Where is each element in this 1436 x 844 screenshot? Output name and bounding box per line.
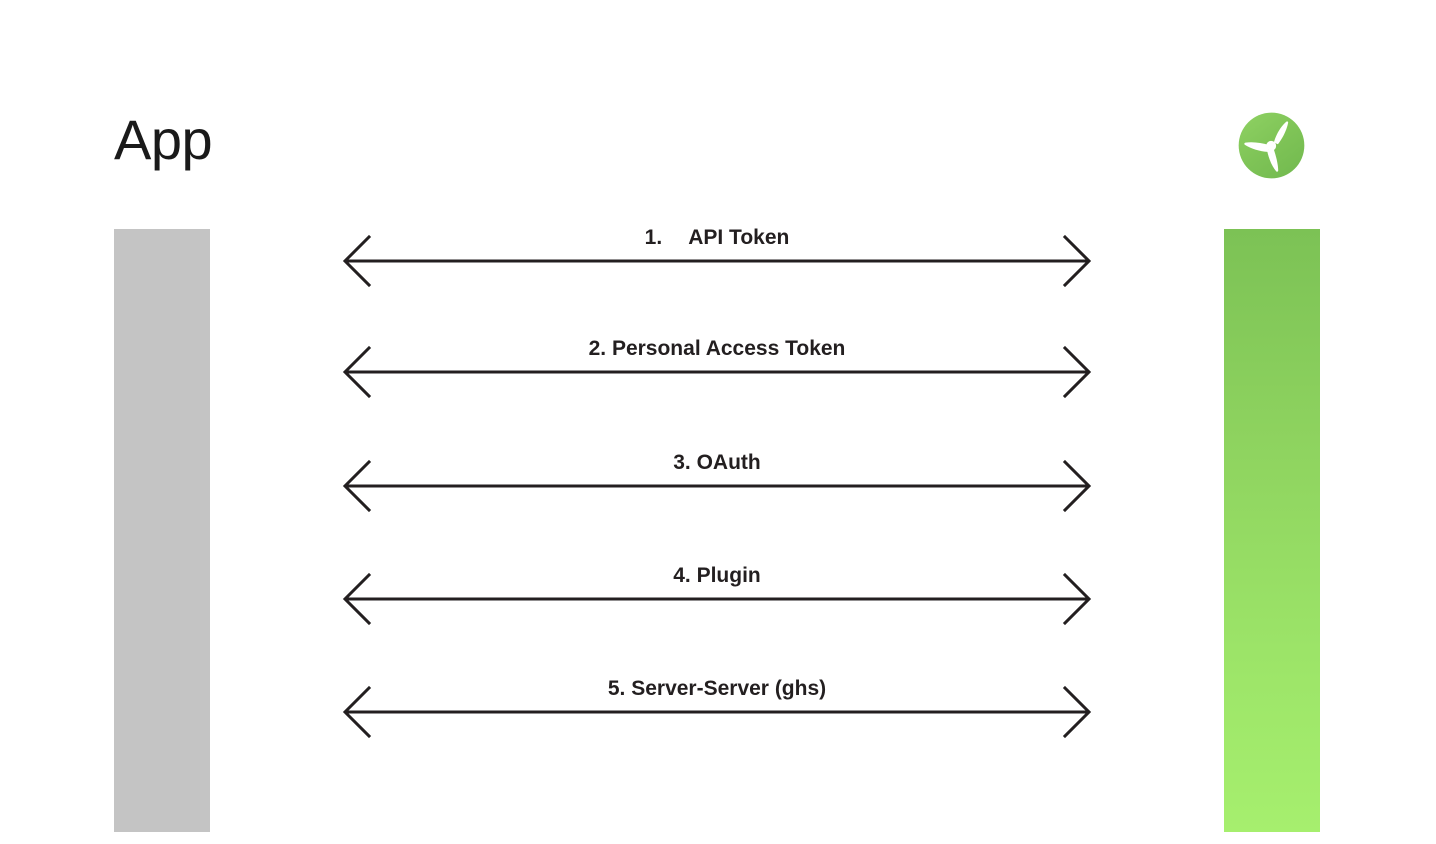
bidirectional-arrow-icon [342,456,1092,516]
left-actor-lifeline [114,229,210,832]
bidirectional-arrow-icon [342,342,1092,402]
propeller-logo-icon [1238,112,1305,179]
message-label: 3. OAuth [673,450,761,474]
message-label: 4. Plugin [673,563,761,587]
message-label: 1. API Token [644,225,790,249]
bidirectional-arrow-icon [342,231,1092,291]
message-label: 2. Personal Access Token [588,336,846,360]
right-actor-lifeline [1224,229,1320,832]
message-label: 5. Server-Server (ghs) [607,676,827,700]
bidirectional-arrow-icon [342,682,1092,742]
right-actor-logo [1238,112,1305,179]
bidirectional-arrow-icon [342,569,1092,629]
left-actor-label: App [114,108,213,171]
